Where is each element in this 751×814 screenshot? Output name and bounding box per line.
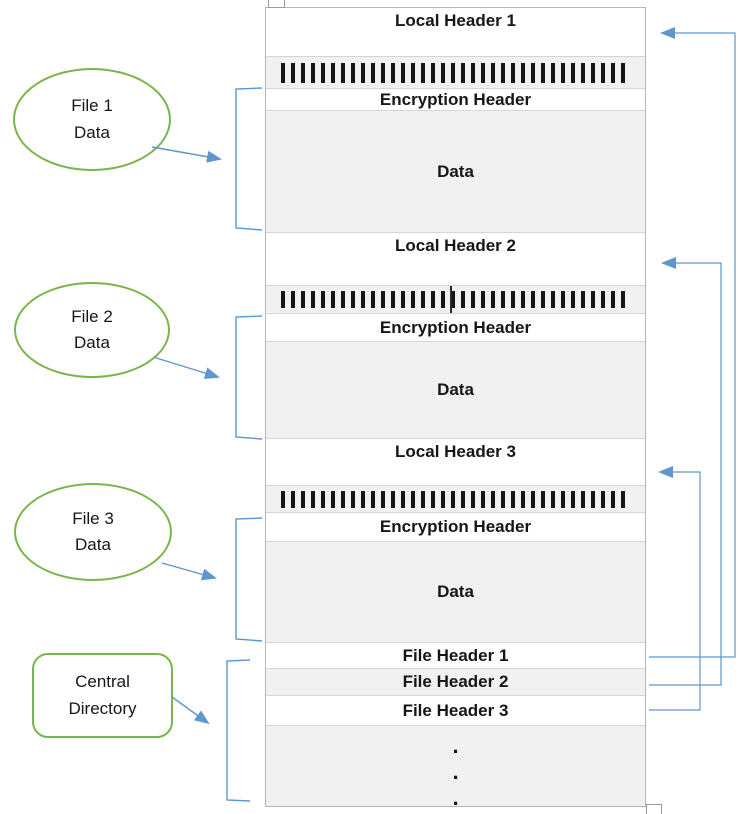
file-3-data-callout: File 3 Data [14, 483, 172, 581]
file-2-data-callout: File 2 Data [14, 282, 170, 378]
bracket-file3-section [235, 517, 263, 642]
bracket-central-directory-section [226, 659, 251, 802]
data-1-section: Data [266, 111, 645, 233]
arrow-central-directory-to-column [171, 696, 210, 725]
central-directory-line1: Central [75, 672, 130, 692]
ellipsis-dot: . [452, 785, 459, 807]
file-1-line1: File 1 [71, 96, 113, 116]
encryption-header-3-label: Encryption Header [379, 517, 532, 536]
arrow-file2-to-column [152, 356, 220, 379]
connector-fileheader1-to-localheader1 [649, 27, 736, 658]
local-header-2-label: Local Header 2 [395, 236, 516, 255]
bracket-file1-section [235, 87, 263, 231]
central-directory-line2: Directory [68, 698, 137, 718]
arrow-file3-to-column [161, 562, 217, 581]
data-3-label: Data [437, 582, 474, 601]
selection-handle-top [268, 0, 285, 8]
arrow-file1-to-column [151, 146, 222, 163]
file-3-line2: Data [75, 535, 111, 554]
file-header-3-label: File Header 3 [402, 700, 509, 720]
encryption-header-1-section: Encryption Header [266, 89, 645, 111]
encryption-header-2-section: Encryption Header [266, 314, 645, 342]
connector-fileheader3-to-localheader3 [649, 466, 701, 711]
file-header-1-label: File Header 1 [402, 645, 509, 665]
hatch-marks-icon [281, 62, 630, 83]
ellipsis-dot: . [452, 759, 459, 784]
data-2-section: Data [266, 342, 645, 439]
local-header-3-label: Local Header 3 [395, 442, 516, 461]
data-3-section: Data [266, 542, 645, 643]
local-header-1-section: Local Header 1 [266, 8, 645, 57]
file-2-line2: Data [74, 333, 110, 352]
hatch-marks-icon [281, 291, 630, 308]
ellipsis-dot: . [452, 733, 459, 758]
bracket-file2-section [235, 315, 263, 440]
selection-handle-bottom [646, 804, 662, 814]
archive-structure-column: Local Header 1 Encryption Header Data Lo… [265, 7, 646, 807]
hatch-marks-icon [281, 490, 630, 508]
encryption-header-2-label: Encryption Header [379, 317, 532, 337]
tall-hatch-mark [450, 286, 452, 313]
local-header-3-section: Local Header 3 [266, 439, 645, 486]
file-3-line1: File 3 [72, 508, 114, 528]
encryption-header-1-label: Encryption Header [379, 89, 532, 109]
more-entries-section: . . . [266, 726, 645, 807]
central-directory-callout: Central Directory [32, 653, 173, 738]
file-1-data-callout: File 1 Data [13, 68, 171, 171]
file-header-1-section: File Header 1 [266, 643, 645, 669]
file-header-3-section: File Header 3 [266, 696, 645, 726]
connector-fileheader2-to-localheader2 [649, 257, 722, 686]
hatched-bar-2 [266, 286, 645, 314]
file-2-line1: File 2 [71, 306, 113, 326]
encryption-header-3-section: Encryption Header [266, 513, 645, 542]
file-header-2-label: File Header 2 [402, 672, 509, 691]
local-header-2-section: Local Header 2 [266, 233, 645, 286]
data-2-label: Data [437, 380, 474, 399]
hatched-bar-1 [266, 57, 645, 89]
hatched-bar-3 [266, 486, 645, 513]
local-header-1-label: Local Header 1 [395, 11, 516, 30]
file-1-line2: Data [74, 122, 110, 142]
file-header-2-section: File Header 2 [266, 669, 645, 696]
data-1-label: Data [437, 161, 474, 181]
